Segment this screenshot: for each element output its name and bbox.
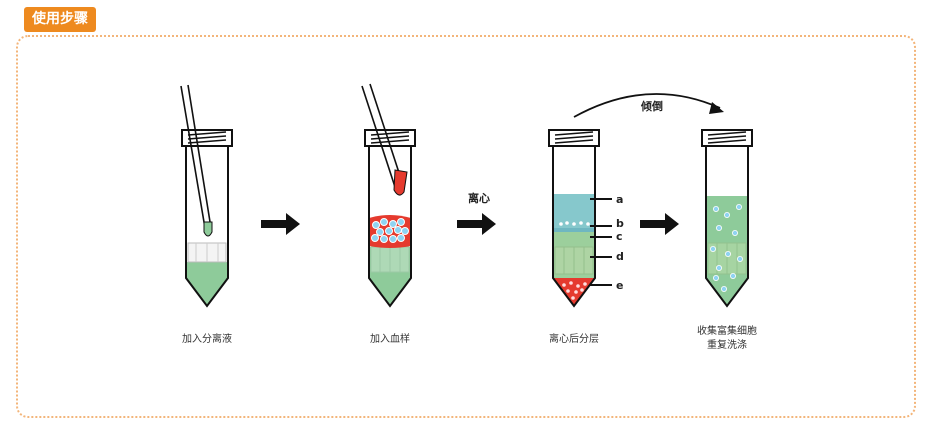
step-arrow-2 — [457, 213, 496, 235]
tube-1 — [180, 84, 233, 308]
cell-band — [553, 228, 595, 232]
step-4-caption-line2: 重复洗涤 — [707, 338, 747, 351]
separation-liquid — [186, 262, 228, 306]
tube-outline — [185, 146, 229, 308]
layer-label-e: e — [616, 279, 623, 292]
tube-2 — [361, 83, 416, 308]
tube-outline — [552, 146, 596, 308]
suspended-cells — [710, 203, 744, 292]
cell-cluster — [371, 218, 409, 243]
step-arrow-1 — [261, 213, 300, 235]
content-frame — [16, 35, 916, 418]
tube-outline — [368, 146, 412, 308]
step-1-caption: 加入分离液 — [182, 332, 232, 345]
red-blood-cells — [562, 281, 587, 300]
layer-label-c: c — [616, 230, 623, 243]
tube-3 — [548, 129, 612, 308]
step-arrow-3 — [640, 213, 679, 235]
layer-label-b: b — [616, 217, 624, 230]
step-3-caption: 离心后分层 — [549, 332, 599, 345]
centrifuge-label: 离心 — [468, 191, 490, 205]
tilt-arrow — [573, 93, 721, 118]
pipette — [180, 84, 213, 237]
section-title: 使用步骤 — [24, 7, 96, 32]
tube-4 — [701, 129, 753, 308]
pipette — [361, 83, 408, 196]
tube-cap — [548, 129, 600, 147]
tilt-arrowhead — [709, 102, 724, 114]
tube-outline — [705, 146, 749, 308]
step-2-caption: 加入血样 — [370, 332, 410, 345]
layer-label-d: d — [616, 250, 624, 263]
step-4-caption-line1: 收集富集细胞 — [697, 324, 757, 337]
tube-cap — [701, 129, 753, 147]
enriched-cells — [559, 221, 590, 226]
layer-label-a: a — [616, 193, 623, 206]
tilt-label: 倾倒 — [640, 99, 663, 113]
